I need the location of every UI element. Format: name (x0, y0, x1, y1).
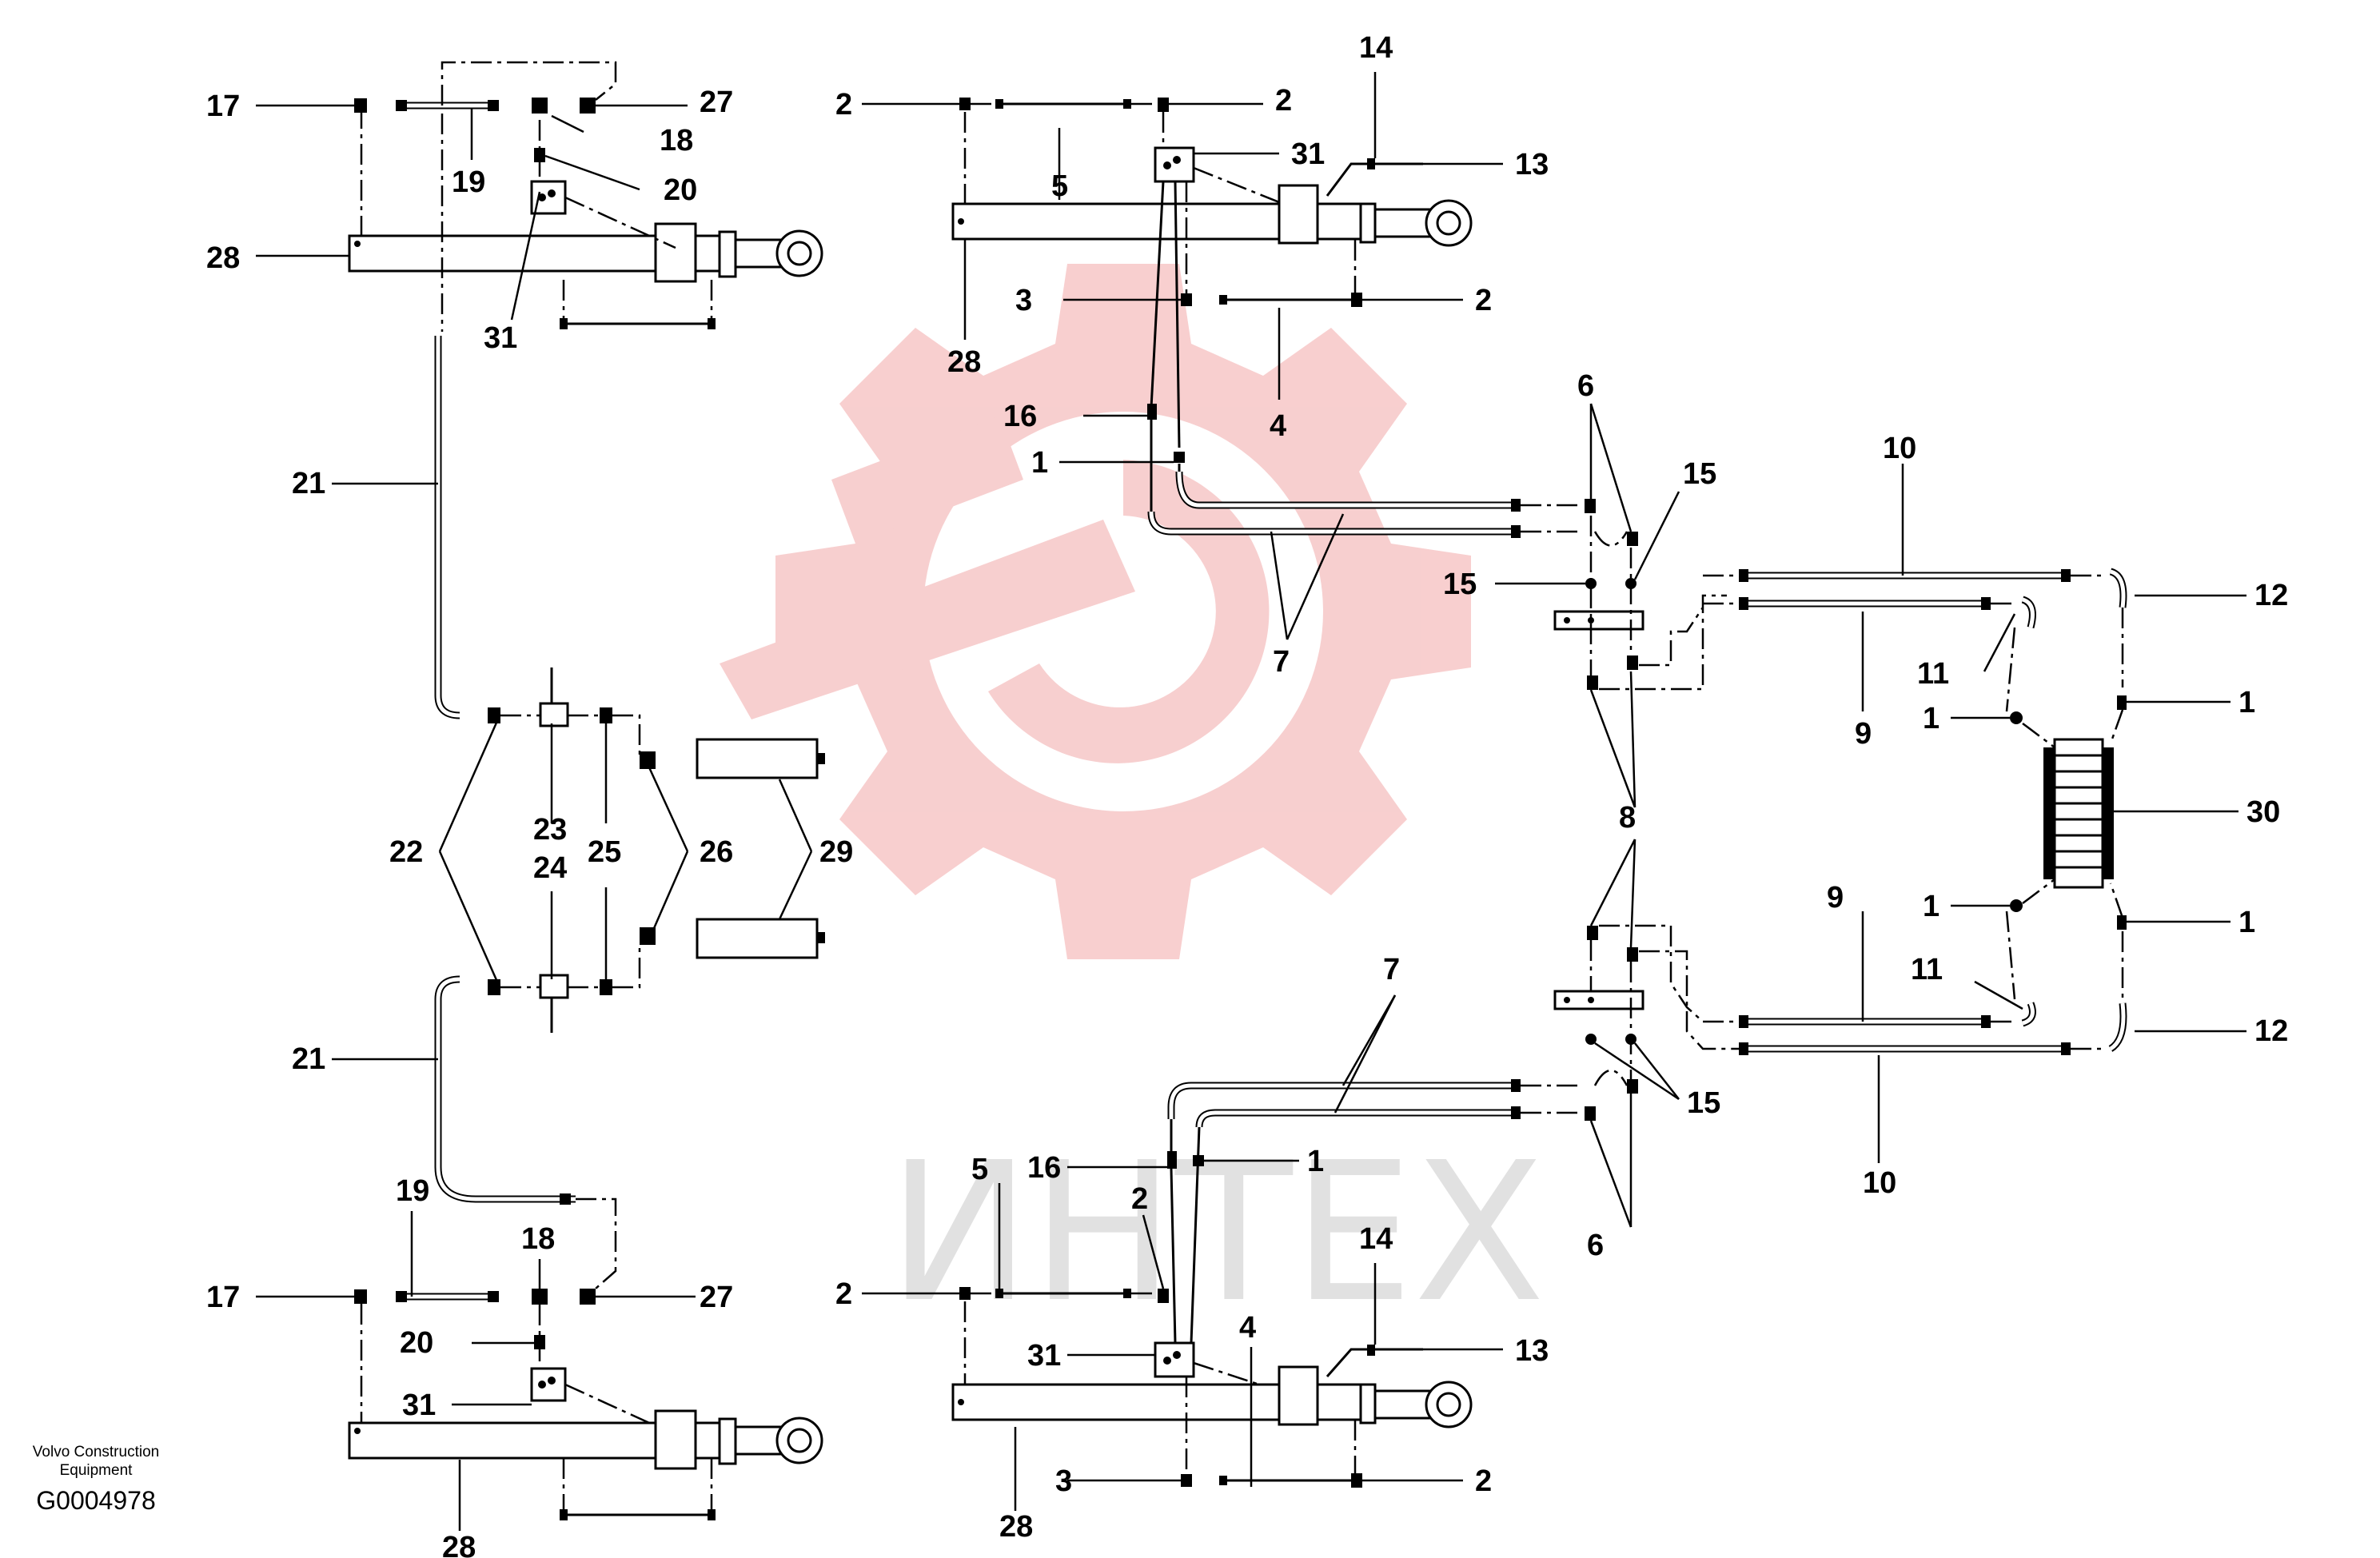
callout-1: 1 (1923, 890, 1939, 923)
callout-8: 8 (1619, 801, 1636, 835)
callout-31: 31 (402, 1389, 436, 1422)
callout-5: 5 (1051, 169, 1068, 203)
callout-11: 11 (1917, 657, 1949, 691)
publisher-line-1: Volvo Construction (33, 1444, 159, 1460)
right-manifold-group (1553, 499, 2127, 1121)
callout-7: 7 (1273, 645, 1290, 679)
callout-24: 24 (533, 851, 567, 885)
callout-20: 20 (400, 1326, 433, 1360)
callout-2: 2 (1475, 1464, 1492, 1498)
callout-21: 21 (292, 1042, 325, 1076)
document-caption: Volvo Construction Equipment G0004978 (33, 1444, 159, 1515)
callout-28: 28 (999, 1510, 1033, 1544)
callout-13: 13 (1515, 148, 1549, 181)
callout-27: 27 (700, 86, 733, 119)
callout-18: 18 (521, 1222, 555, 1256)
callout-2: 2 (1275, 84, 1292, 118)
callout-4: 4 (1270, 409, 1286, 443)
callout-20: 20 (664, 173, 697, 207)
callout-10: 10 (1863, 1166, 1896, 1200)
callout-23: 23 (533, 813, 567, 847)
document-id: G0004978 (36, 1486, 155, 1515)
callout-6: 6 (1587, 1229, 1604, 1262)
callout-3: 3 (1015, 284, 1032, 317)
callout-5: 5 (971, 1153, 988, 1186)
manifold-sections (2055, 754, 2103, 869)
callout-31: 31 (1291, 137, 1325, 171)
callout-2: 2 (835, 1277, 852, 1311)
callout-19: 19 (452, 165, 485, 199)
callout-9: 9 (1855, 717, 1872, 751)
mid-left-valve-group (434, 667, 825, 1205)
callout-9: 9 (1827, 881, 1844, 914)
callout-11: 11 (1911, 953, 1943, 986)
callout-14: 14 (1359, 1222, 1393, 1256)
callout-28: 28 (947, 345, 981, 379)
callout-2: 2 (1131, 1182, 1148, 1216)
callout-25: 25 (588, 835, 621, 869)
callout-30: 30 (2246, 795, 2280, 829)
publisher-line-2: Equipment (60, 1462, 134, 1479)
callout-1: 1 (2238, 906, 2255, 939)
callout-labels: 17 27 18 19 20 28 31 21 22 23 24 25 26 2… (206, 31, 2288, 1558)
top-left-cylinder-assembly (348, 61, 823, 719)
callout-31: 31 (484, 321, 517, 355)
callout-26: 26 (700, 835, 733, 869)
callout-1: 1 (1031, 446, 1048, 480)
callout-15: 15 (1683, 457, 1716, 491)
top-center-cylinder-assembly (951, 98, 1583, 538)
callout-27: 27 (700, 1281, 733, 1314)
callout-1: 1 (2238, 686, 2255, 719)
callout-19: 19 (396, 1174, 429, 1208)
callout-2: 2 (1475, 284, 1492, 317)
callout-6: 6 (1577, 369, 1594, 403)
callout-18: 18 (660, 124, 693, 157)
watermark-gear-logo (720, 264, 1471, 959)
watermark-text: ИНТЕХ (887, 1121, 1545, 1345)
callout-13: 13 (1515, 1334, 1549, 1368)
callout-21: 21 (292, 467, 325, 500)
callout-28: 28 (206, 241, 240, 275)
callout-17: 17 (206, 1281, 240, 1314)
callout-31: 31 (1027, 1339, 1061, 1373)
callout-4: 4 (1239, 1311, 1256, 1345)
leader-lines (256, 72, 2246, 1531)
callout-15: 15 (1687, 1086, 1720, 1120)
callout-14: 14 (1359, 31, 1393, 65)
callout-12: 12 (2254, 579, 2288, 612)
callout-12: 12 (2254, 1014, 2288, 1048)
callout-16: 16 (1003, 400, 1037, 433)
callout-16: 16 (1027, 1151, 1061, 1185)
callout-7: 7 (1383, 953, 1400, 986)
callout-1: 1 (1923, 702, 1939, 735)
callout-15: 15 (1443, 568, 1477, 601)
callout-1: 1 (1307, 1145, 1324, 1178)
callout-29: 29 (819, 835, 853, 869)
callout-17: 17 (206, 90, 240, 123)
callout-2: 2 (835, 88, 852, 122)
callout-22: 22 (389, 835, 423, 869)
callout-28: 28 (442, 1531, 476, 1558)
bottom-center-cylinder-assembly (951, 1079, 1583, 1488)
bottom-left-cylinder-assembly (348, 1197, 823, 1520)
callout-10: 10 (1883, 432, 1916, 465)
callout-3: 3 (1055, 1464, 1072, 1498)
